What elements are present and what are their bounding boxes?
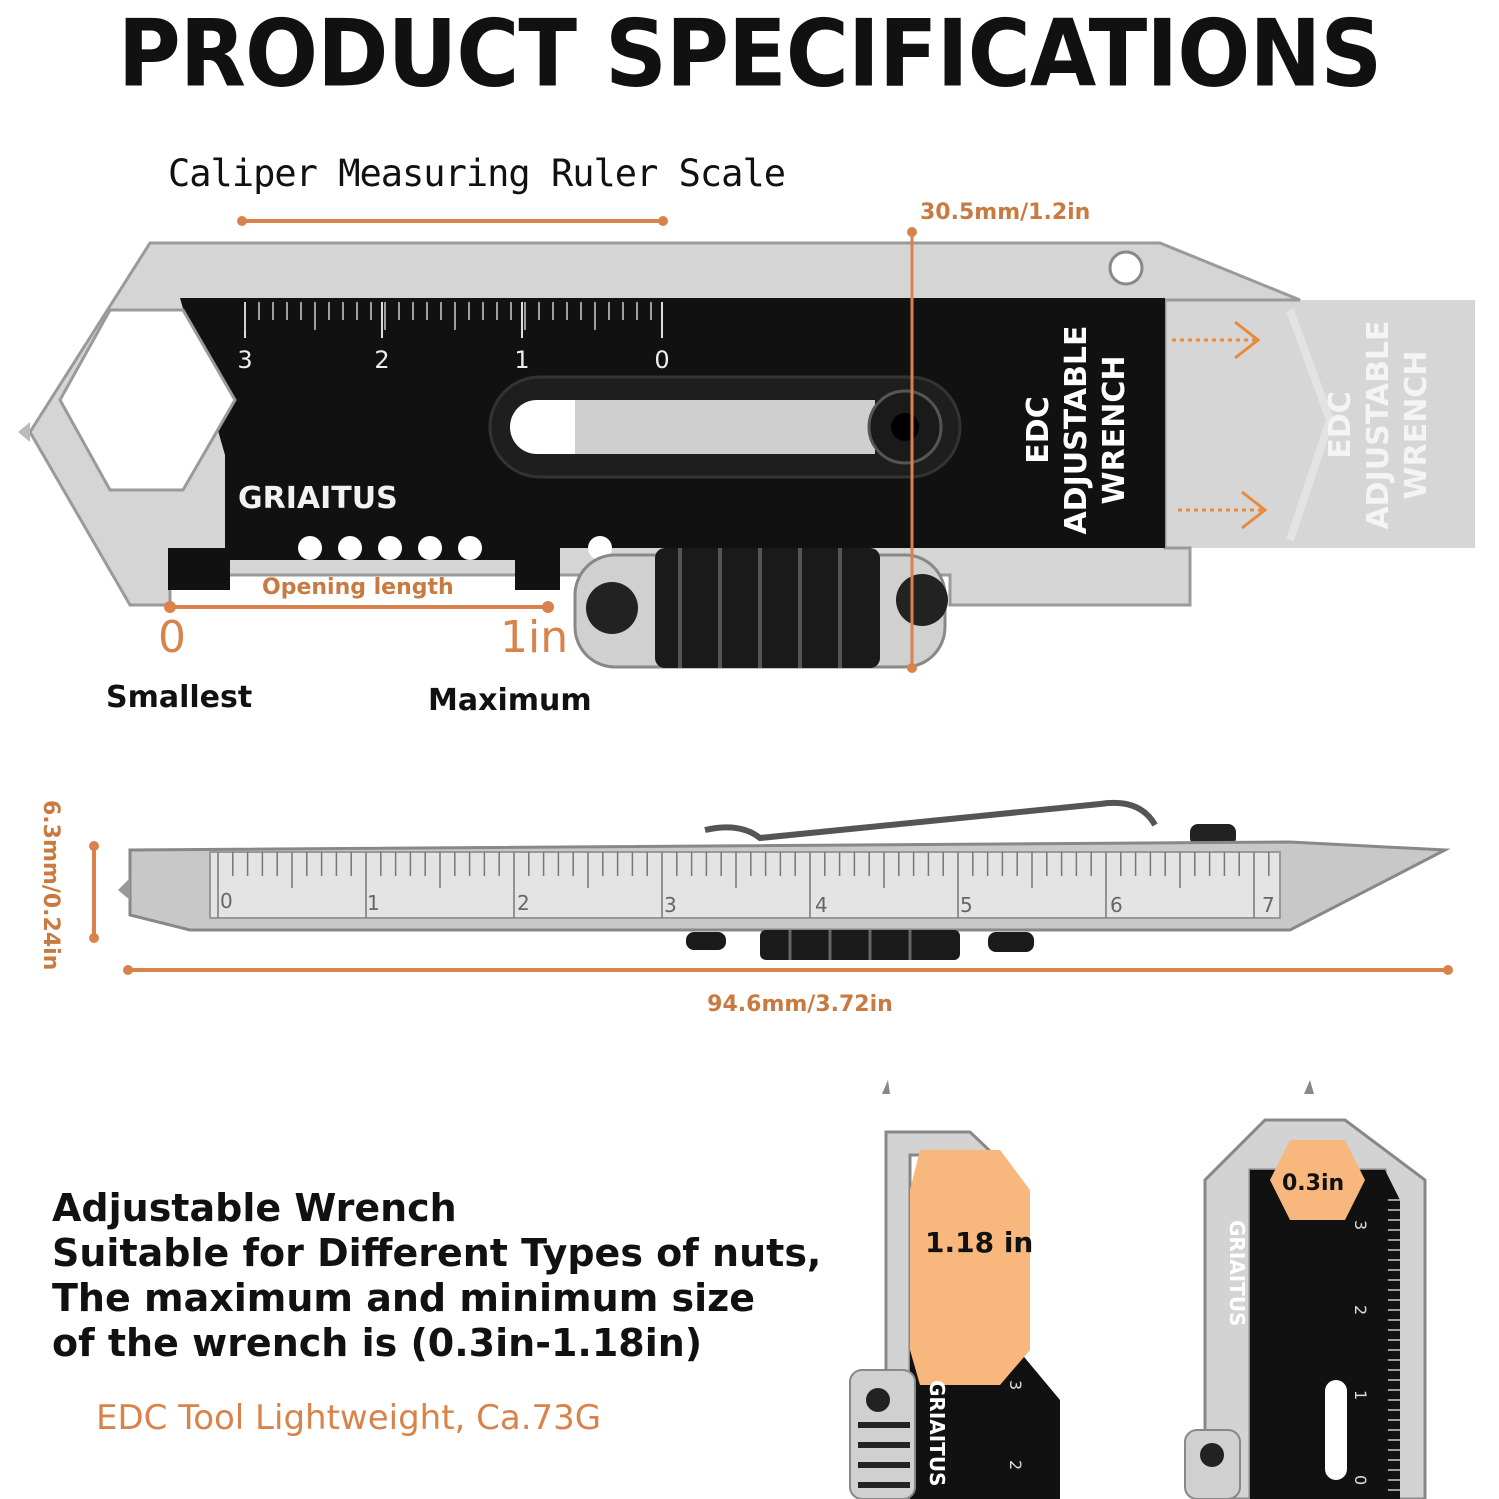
brand-logo: GRIAITUS [238,481,398,516]
worm-gear [655,548,880,668]
svg-text:ADJUSTABLE: ADJUSTABLE [1059,325,1094,534]
svg-text:2: 2 [1351,1305,1370,1315]
extension-arrows [1172,320,1268,530]
min-caption: Smallest [106,680,252,715]
extended-jaw-ghost [1165,300,1475,548]
weight-note: EDC Tool Lightweight, Ca.73G [96,1398,602,1438]
wrench-label-ghost: EDC ADJUSTABLE WRENCH [1323,320,1434,529]
max-nut-shape [910,1150,1030,1385]
max-caption: Maximum [428,683,592,718]
size-examples-illustration: 1.18 in GRIAITUS 3 2 0.3in GRIAITUS 3 2 … [849,1080,1427,1499]
side-ruler [209,851,1281,919]
min-wrench-plate [1250,1170,1400,1499]
max-size-label: 1.18 in [925,1226,1033,1259]
svg-text:0: 0 [220,889,233,913]
svg-text:3: 3 [664,893,677,917]
top-ruler-label: 3 [237,346,252,374]
length-dimension: 94.6mm/3.72in [707,992,893,1017]
brand-logo: GRIAITUS [1225,1220,1249,1326]
description-line: of the wrench is (0.3in-1.18in) [52,1321,703,1365]
max-value: 1in [500,612,568,663]
svg-text:1: 1 [1351,1390,1370,1400]
saw-teeth [298,536,612,560]
top-ruler-label: 0 [654,346,669,374]
keyring-hole [1108,250,1144,286]
side-ruler-labels: 0 1 2 3 4 5 6 7 [220,889,1275,917]
top-view-illustration: 3 2 1 0 GRIAITUS EDC ADJUSTABLE WRENCH E… [18,200,1475,718]
description-line: Adjustable Wrench [52,1186,457,1230]
svg-text:3: 3 [1351,1220,1370,1230]
wrench-label: EDC ADJUSTABLE WRENCH [1021,325,1132,534]
svg-text:WRENCH: WRENCH [1399,351,1434,500]
svg-text:1: 1 [367,891,380,915]
opening-length-label: Opening length [262,575,454,600]
side-gear [686,930,1034,960]
side-view-illustration: 0 1 2 3 4 5 6 7 6.3mm/0.24in 94.6mm/3.72… [38,799,1453,1017]
svg-text:3: 3 [1006,1380,1025,1390]
svg-text:7: 7 [1262,893,1275,917]
svg-text:6: 6 [1110,893,1123,917]
svg-text:4: 4 [815,893,828,917]
svg-text:0: 0 [1351,1475,1370,1485]
description-line: The maximum and minimum size [52,1276,756,1320]
knob-screw-left [586,582,638,634]
min-size-label: 0.3in [1282,1171,1344,1196]
top-ruler-label: 2 [374,346,389,374]
caliper-label: Caliper Measuring Ruler Scale [168,152,786,195]
svg-text:WRENCH: WRENCH [1097,356,1132,505]
pocket-clip [704,799,1158,842]
thickness-dimension: 6.3mm/0.24in [38,800,63,970]
knob-screw-right [896,574,948,626]
svg-text:ADJUSTABLE: ADJUSTABLE [1361,320,1396,529]
top-ruler-label: 1 [514,346,529,374]
width-dimension: 30.5mm/1.2in [920,200,1090,225]
page-title: PRODUCT SPECIFICATIONS [117,0,1383,109]
svg-text:EDC: EDC [1323,391,1358,458]
svg-text:2: 2 [517,891,530,915]
min-value: 0 [158,612,186,663]
description-block: Adjustable Wrench Suitable for Different… [52,1186,821,1366]
min-nut-shape [1270,1140,1365,1220]
brand-logo: GRIAITUS [925,1380,949,1486]
description-line: Suitable for Different Types of nuts, [52,1231,822,1275]
svg-text:2: 2 [1006,1460,1025,1470]
svg-text:EDC: EDC [1021,396,1056,463]
svg-text:5: 5 [960,893,973,917]
